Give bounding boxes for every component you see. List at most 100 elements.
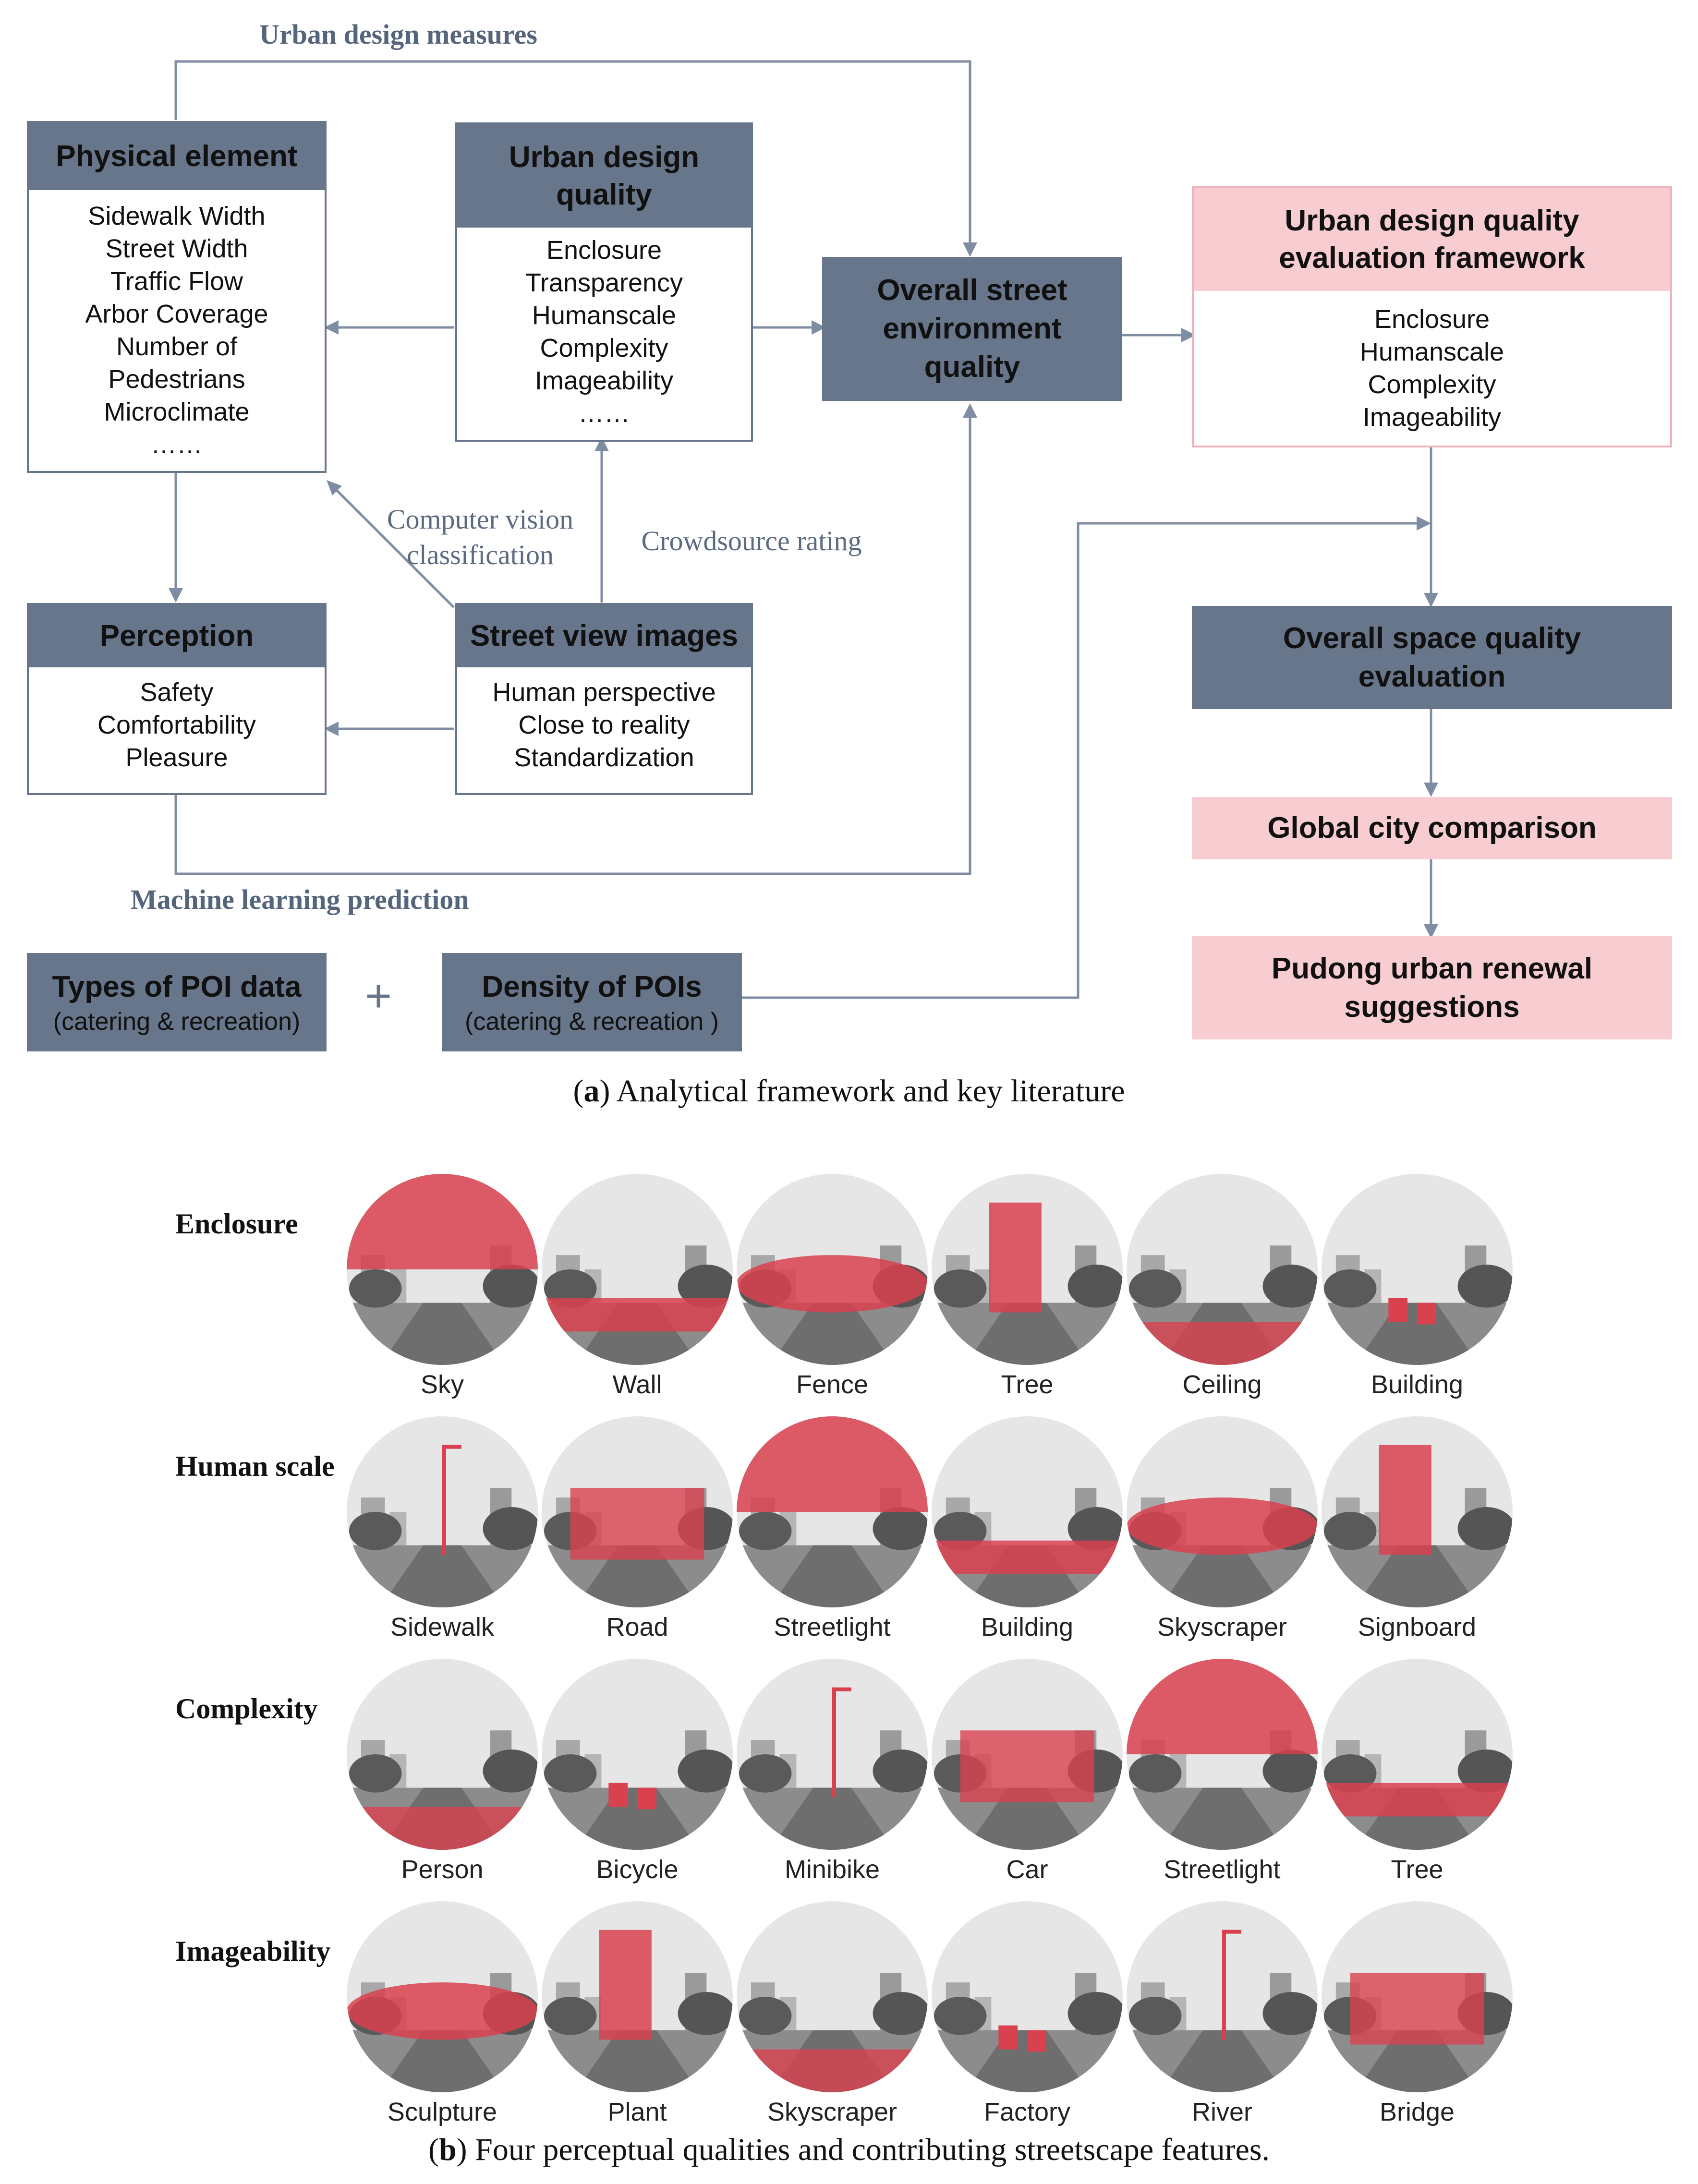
list-item: Arbor Coverage — [85, 300, 268, 328]
feature-label: Bridge — [1379, 2098, 1455, 2126]
streetscape-thumbnail — [1322, 1901, 1513, 2092]
streetscape-thumbnail — [347, 1416, 538, 1607]
feature-label: Streetlight — [1164, 1855, 1281, 1884]
arrowhead — [1424, 924, 1438, 939]
caption-paren: ) — [456, 2132, 467, 2167]
physical-element-box: Physical element Sidewalk Width Street W… — [27, 121, 327, 473]
urban-design-quality-box: Urban design quality Enclosure Transpare… — [455, 122, 753, 442]
global-city-box: Global city comparison — [1192, 797, 1672, 859]
quality-row-label: Human scale — [175, 1450, 335, 1482]
list-item: Close to reality — [518, 711, 690, 739]
streetscape-thumbnail — [932, 1901, 1123, 2092]
feature-label: Sidewalk — [390, 1613, 495, 1641]
title-line: Urban design quality — [1285, 204, 1579, 237]
feature-label: Factory — [983, 2098, 1071, 2126]
physical-element-title: Physical element — [29, 123, 325, 190]
feature-label: Tree — [1391, 1855, 1443, 1884]
subtitle-line: (catering & recreation) — [53, 1007, 301, 1036]
plus-sign: + — [365, 970, 392, 1022]
streetscape-thumbnail — [1127, 1659, 1318, 1850]
feature-label: Sculpture — [387, 2098, 497, 2126]
evaluation-framework-box: Urban design quality evaluation framewor… — [1192, 186, 1672, 447]
title-line: Pudong urban renewal — [1271, 952, 1593, 985]
list-item: Humanscale — [1359, 338, 1504, 366]
title-line: Overall street — [877, 274, 1067, 307]
title-line: quality — [924, 350, 1020, 384]
feature-label: Skyscraper — [1157, 1613, 1287, 1641]
caption-a: (a) Analytical framework and key literat… — [0, 1073, 1698, 1110]
feature-label: Car — [1006, 1855, 1048, 1884]
title-line: suggestions — [1344, 990, 1520, 1024]
caption-label: a — [583, 1074, 600, 1109]
label-urban-design-measures: Urban design measures — [259, 19, 537, 50]
streetscape-thumbnail — [347, 1659, 538, 1850]
streetscape-thumbnail — [1127, 1174, 1318, 1365]
feature-label: Bicycle — [596, 1855, 679, 1884]
title-line: Density of POIs — [482, 970, 702, 1003]
streetscape-thumbnail — [1127, 1901, 1318, 2092]
feature-label: Building — [1371, 1370, 1464, 1399]
list-item: Sidewalk Width — [88, 202, 266, 230]
pudong-box: Pudong urban renewal suggestions — [1192, 936, 1672, 1039]
caption-b: (b) Four perceptual qualities and contri… — [0, 2132, 1698, 2168]
title-line: evaluation framework — [1279, 241, 1585, 275]
title-line: Types of POI data — [52, 970, 302, 1003]
quality-row-label: Enclosure — [175, 1208, 298, 1240]
title-line: environment — [883, 312, 1062, 345]
list-item: Human perspective — [492, 678, 716, 707]
overall-space-box: Overall space quality evaluation — [1192, 606, 1672, 709]
label-computer-vision: Computer vision classification — [365, 502, 595, 573]
poi-types-box: Types of POI data (catering & recreation… — [27, 953, 327, 1051]
streetscape-thumbnail — [1322, 1174, 1513, 1365]
evaluation-framework-title: Urban design quality evaluation framewor… — [1194, 188, 1670, 291]
list-item: Microclimate — [104, 398, 250, 426]
arrow-streetview-to-physical — [330, 484, 455, 608]
streetscape-thumbnail — [1322, 1659, 1513, 1850]
streetscape-thumbnail — [1322, 1416, 1513, 1607]
streetscape-thumbnail — [737, 1174, 928, 1365]
streetscape-thumbnail — [542, 1174, 733, 1365]
title-line: Overall space quality — [1283, 621, 1581, 655]
urban-design-quality-title: Urban design quality — [457, 124, 751, 228]
caption-text: Four perceptual qualities and contributi… — [467, 2132, 1270, 2167]
streetscape-thumbnail — [542, 1416, 733, 1607]
subtitle-line: (catering & recreation ) — [465, 1007, 719, 1036]
arrowhead — [963, 403, 977, 418]
poi-density-box: Density of POIs (catering & recreation ) — [442, 953, 742, 1051]
list-item: Safety — [140, 678, 214, 707]
arrow-poi-to-line — [742, 522, 1424, 999]
title-line: Urban design — [509, 141, 700, 174]
title-line: quality — [556, 178, 652, 211]
list-item: Imageability — [534, 366, 674, 395]
list-item: Humanscale — [532, 301, 677, 330]
overall-street-box: Overall street environment quality — [822, 257, 1122, 401]
list-item: …… — [578, 399, 630, 428]
streetscape-thumbnail — [1127, 1416, 1318, 1607]
street-view-box: Street view images Human perspective Clo… — [455, 603, 753, 795]
label-crowdsource-rating: Crowdsource rating — [641, 525, 862, 556]
list-item: Transparency — [525, 268, 683, 297]
arrowhead — [327, 480, 342, 495]
feature-label: Minibike — [784, 1855, 880, 1884]
list-item: Enclosure — [546, 236, 662, 265]
title-line: evaluation — [1358, 660, 1506, 693]
feature-label: Streetlight — [774, 1613, 891, 1641]
list-item: …… — [151, 430, 203, 459]
streetscape-thumbnail — [932, 1416, 1123, 1607]
feature-label: Sky — [420, 1370, 464, 1399]
arrow-perception-to-overall — [174, 410, 971, 875]
list-item: Traffic Flow — [110, 267, 243, 296]
caption-paren: ( — [428, 2132, 439, 2167]
connector-layer — [169, 60, 1438, 999]
streetscape-thumbnail — [932, 1174, 1123, 1365]
street-view-list: Human perspective Close to reality Stand… — [457, 676, 751, 774]
feature-label: Skyscraper — [767, 2098, 898, 2126]
arrowhead — [1417, 516, 1431, 531]
list-item: Complexity — [1368, 370, 1496, 399]
streetscape-thumbnail — [542, 1659, 733, 1850]
list-item: Enclosure — [1374, 305, 1490, 334]
feature-label: Building — [981, 1613, 1074, 1641]
feature-label: Wall — [612, 1370, 662, 1399]
list-item: Complexity — [540, 334, 668, 362]
streetscape-thumbnail — [737, 1416, 928, 1607]
